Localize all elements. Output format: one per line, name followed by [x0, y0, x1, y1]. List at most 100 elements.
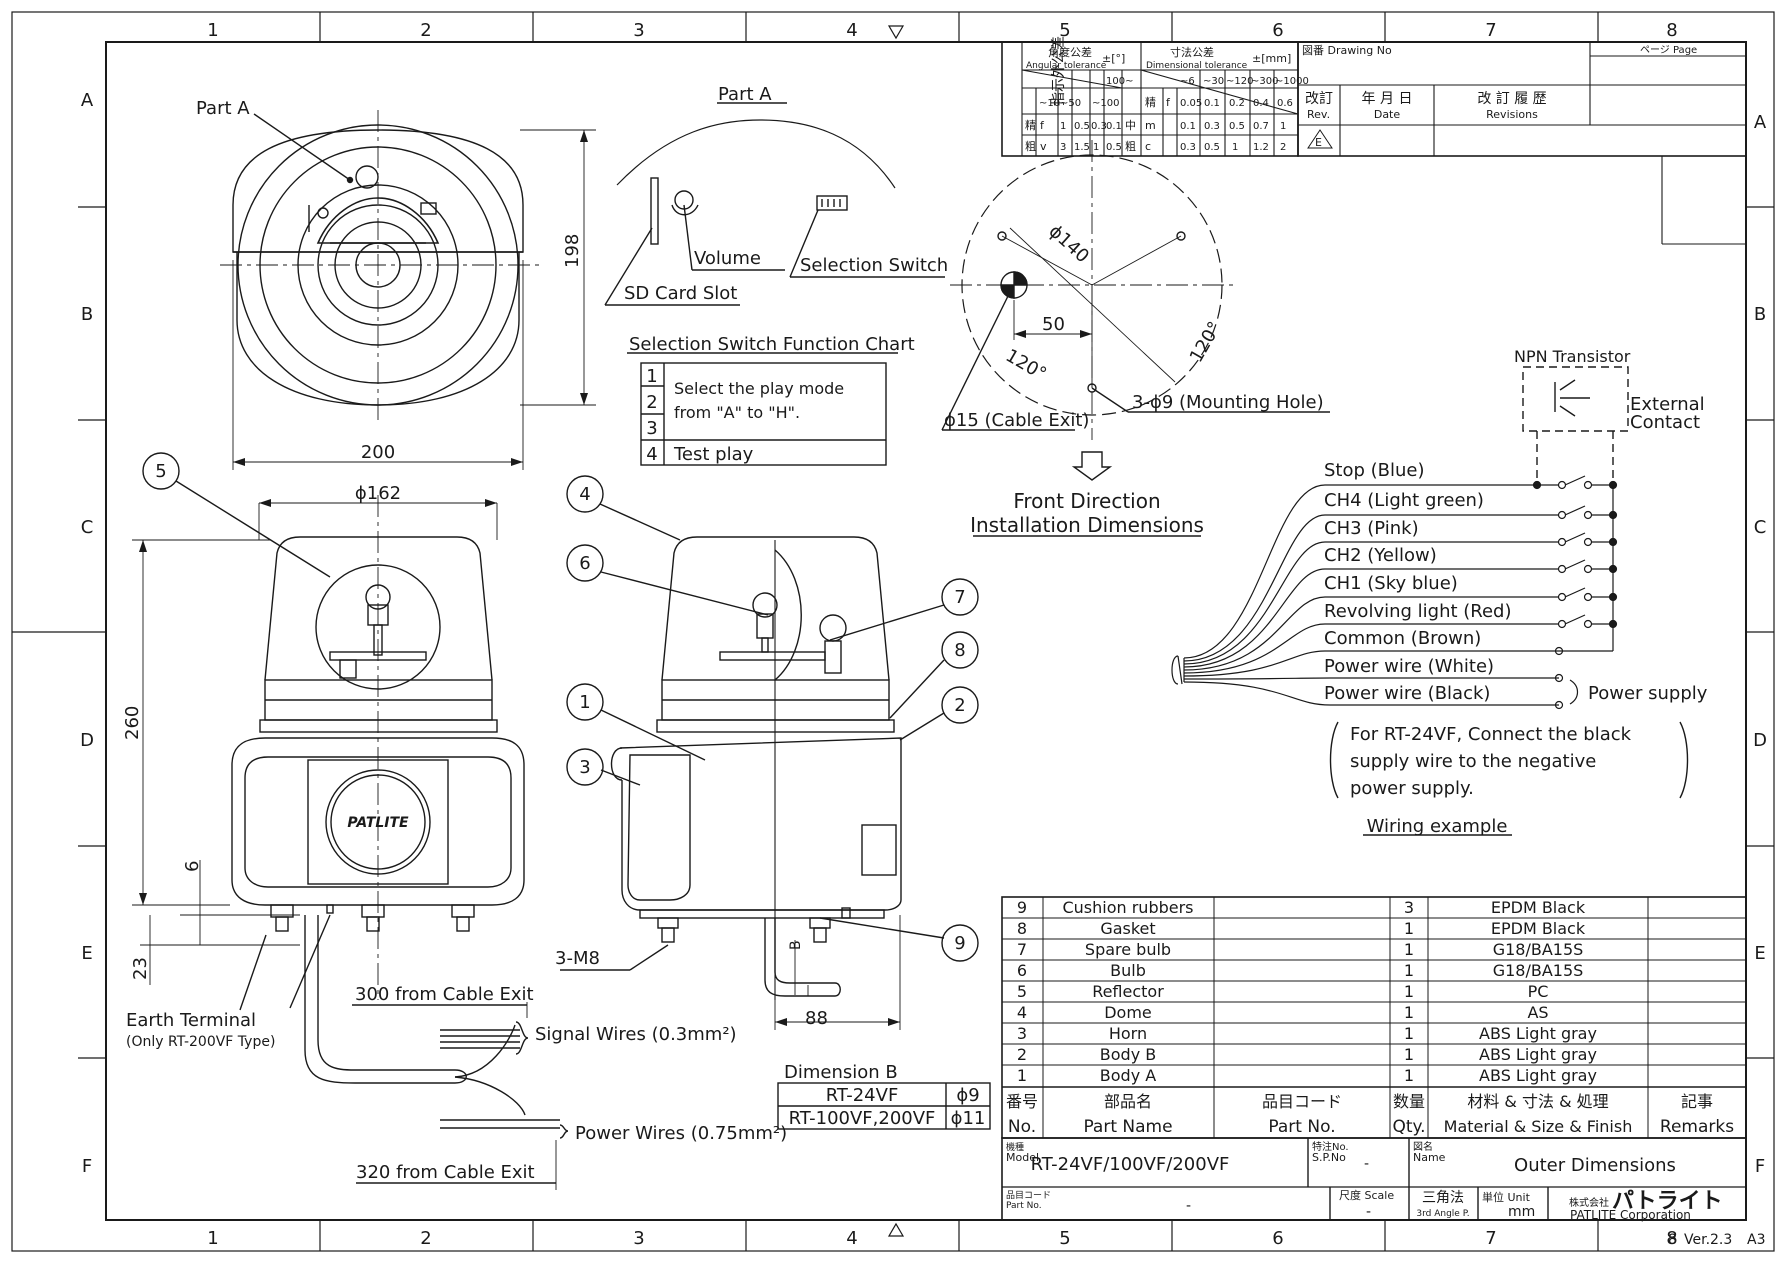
company-logo-kana: パトライト — [1612, 1189, 1723, 1214]
chart-row-no: 3 — [646, 418, 657, 439]
part-name: Cushion rubbers — [1062, 898, 1193, 917]
front-view: Part A 198 200 — [196, 98, 596, 470]
dimension-b-table: Dimension B RT-24VF ϕ9 RT-100VF,200VF ϕ1… — [777, 1062, 991, 1130]
column-labels-bottom: 1 2 3 4 5 6 7 8 — [207, 1228, 1677, 1249]
signal-wires-label: Signal Wires (0.3mm²) — [535, 1024, 737, 1045]
balloon-9: 9 — [954, 933, 965, 954]
tol-grade: 粗 — [1125, 140, 1136, 153]
chart-text-2: from "A" to "H". — [674, 403, 800, 422]
rev-label: 改訂 — [1305, 91, 1333, 107]
row-label: C — [81, 517, 94, 538]
wiring-example-title: Wiring example — [1367, 816, 1508, 837]
tol-cell: 0.1 — [1204, 98, 1220, 109]
part-name: Bulb — [1110, 961, 1146, 980]
front-direction-title: Front Direction — [1013, 489, 1160, 513]
angle-col: ~10 — [1039, 98, 1060, 109]
power-supply-label: Power supply — [1588, 683, 1708, 704]
scale-value: - — [1366, 1204, 1371, 1220]
col-label: 7 — [1485, 20, 1496, 41]
cable-320-label: 320 from Cable Exit — [356, 1162, 535, 1183]
dim-260: 260 — [122, 706, 143, 740]
cable-300-label: 300 from Cable Exit — [355, 984, 534, 1005]
tol-cell: 0.5 — [1229, 121, 1245, 132]
part-name: Dome — [1104, 1003, 1152, 1022]
part-material: AS — [1527, 1003, 1548, 1022]
wire-label-ch4: CH4 (Light green) — [1324, 490, 1484, 511]
footer-page: 8 — [1668, 1232, 1677, 1248]
general-tolerance-table: 指示外公差 角度公差 Angular tolerance ±[°] 寸法公差 D… — [1001, 36, 1309, 157]
wiring-note-3: power supply. — [1350, 778, 1474, 799]
tol-grade: 中 — [1125, 119, 1136, 132]
sheet-footer: 8 Ver.2.3 A3 — [1668, 1232, 1765, 1248]
tol-cell: 3 — [1060, 142, 1066, 153]
header-qty-jp: 数量 — [1393, 1092, 1425, 1111]
chart-row-no: 4 — [646, 444, 657, 465]
cable-exit-label: ϕ15 (Cable Exit) — [944, 410, 1089, 431]
col-label: 4 — [846, 20, 857, 41]
header-material-jp: 材料 & 寸法 & 処理 — [1467, 1092, 1608, 1111]
angle-120-b: 120° — [1186, 318, 1226, 366]
col-label: 5 — [1059, 1228, 1070, 1249]
tol-cell: 1 — [1060, 121, 1066, 132]
row-labels-left: A B C D E F — [80, 90, 94, 1177]
revisions-label-en: Revisions — [1486, 108, 1538, 121]
footer-version: Ver.2.3 — [1684, 1232, 1732, 1248]
dim-phi140: ϕ140 — [1045, 221, 1093, 268]
row-label: C — [1754, 517, 1767, 538]
part-name: Gasket — [1100, 919, 1155, 938]
header-remarks: Remarks — [1660, 1117, 1734, 1137]
dim-6: 6 — [182, 861, 203, 872]
part-a-detail-title: Part A — [718, 84, 772, 105]
projection-label: 三角法 — [1422, 1190, 1464, 1206]
dim-phi162: ϕ162 — [355, 483, 401, 504]
model-label: Model — [1006, 1151, 1039, 1164]
wiring-example: NPN Transistor External Contact Stop (Bl… — [1171, 347, 1708, 837]
tol-cell: 1 — [1232, 142, 1238, 153]
part-material: EPDM Black — [1491, 898, 1586, 917]
part-material: EPDM Black — [1491, 919, 1586, 938]
part-name: Reflector — [1092, 982, 1164, 1001]
tolerance-side-label: 指示外公差 — [1051, 36, 1067, 106]
balloon-2: 2 — [954, 695, 965, 716]
parts-list: 9 Cushion rubbers 3 EPDM Black 8 Gasket … — [1001, 896, 1747, 1139]
balloon-4: 4 — [579, 484, 590, 505]
sd-card-slot-label: SD Card Slot — [624, 283, 737, 304]
wire-label-stop: Stop (Blue) — [1324, 460, 1425, 481]
part-qty: 1 — [1404, 940, 1414, 959]
fine-row-class: f — [1166, 96, 1171, 109]
rev-mark: E — [1315, 136, 1322, 149]
company-jp: 株式会社 — [1569, 1196, 1609, 1209]
part-no: 8 — [1017, 919, 1027, 938]
angle-120-a: 120° — [1002, 345, 1050, 385]
tol-cell: 1 — [1280, 121, 1286, 132]
tol-cell: 0.5 — [1074, 121, 1090, 132]
dim-198: 198 — [562, 234, 583, 268]
column-labels-top: 1 2 3 4 5 6 7 8 — [207, 20, 1677, 41]
header-no: No. — [1008, 1117, 1036, 1137]
dimensional-unit: ±[mm] — [1252, 52, 1291, 65]
col-label: 2 — [420, 20, 431, 41]
part-balloons: 5 4 6 7 8 2 1 3 9 — [142, 452, 979, 962]
angular-tolerance-title-en: Angular tolerance — [1026, 61, 1107, 71]
npn-transistor-label: NPN Transistor — [1514, 347, 1631, 366]
drawing-name: Outer Dimensions — [1514, 1155, 1676, 1176]
date-label: 年 月 日 — [1362, 91, 1413, 107]
col-label: 4 — [846, 1228, 857, 1249]
dim-col: ~120 — [1226, 76, 1253, 87]
header-no-jp: 番号 — [1006, 1092, 1038, 1111]
part-name: Spare bulb — [1085, 940, 1171, 959]
contact-label: Contact — [1630, 412, 1700, 433]
name-label: Name — [1413, 1151, 1446, 1164]
part-a-detail: Part A Volume Selection Switch SD Card S… — [604, 84, 948, 306]
part-material: PC — [1528, 982, 1549, 1001]
header-qty: Qty. — [1392, 1117, 1425, 1137]
wire-label-ch2: CH2 (Yellow) — [1324, 545, 1437, 566]
tol-cell: 0.1 — [1180, 121, 1196, 132]
row-label: A — [81, 90, 94, 111]
col-label: 6 — [1272, 1228, 1283, 1249]
wire-label-common: Common (Brown) — [1324, 628, 1481, 649]
col-label: 6 — [1272, 20, 1283, 41]
part-qty: 1 — [1404, 1045, 1414, 1064]
col-label: 8 — [1666, 1228, 1677, 1249]
